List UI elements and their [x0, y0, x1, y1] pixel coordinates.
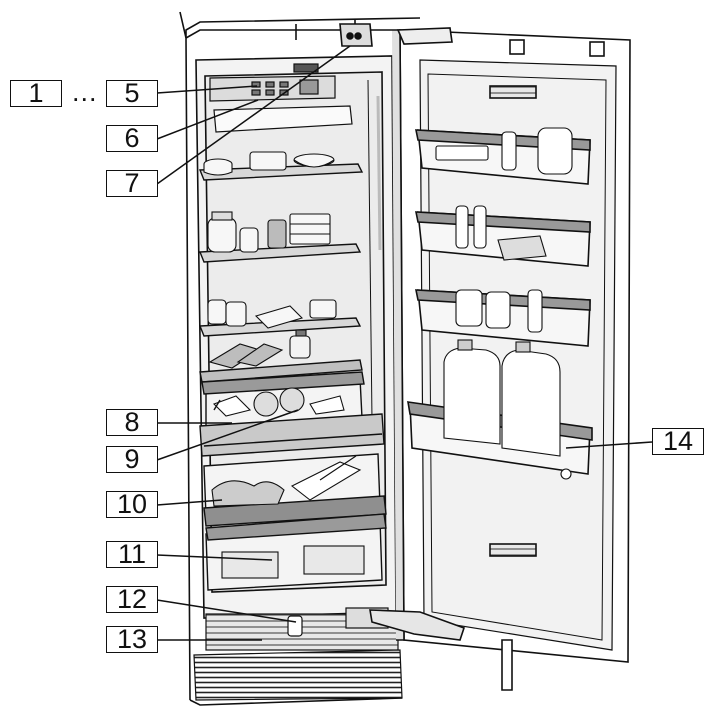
label-13: 13 [106, 626, 158, 653]
shelf-items-top [203, 151, 335, 176]
label-ellipsis: ... [72, 77, 98, 107]
shelf-items-second [207, 211, 331, 253]
label-9: 9 [106, 446, 158, 473]
door-bin-contents [435, 127, 573, 480]
label-12: 12 [106, 586, 158, 613]
arrow-mark [213, 399, 221, 411]
drawer-contents [211, 387, 365, 579]
label-10: 10 [106, 491, 158, 518]
label-11: 11 [106, 541, 158, 568]
shelf-items-fourth [208, 329, 311, 369]
base-vent [193, 607, 403, 701]
shelf-items-third [207, 299, 337, 329]
label-5: 5 [106, 80, 158, 107]
glass-shelves [198, 163, 364, 383]
label-1: 1 [10, 80, 62, 107]
leader-lines [156, 45, 653, 641]
label-8: 8 [106, 409, 158, 436]
label-7: 7 [106, 170, 158, 197]
label-6: 6 [106, 125, 158, 152]
label-14: 14 [652, 428, 704, 455]
interior-light [213, 105, 353, 133]
